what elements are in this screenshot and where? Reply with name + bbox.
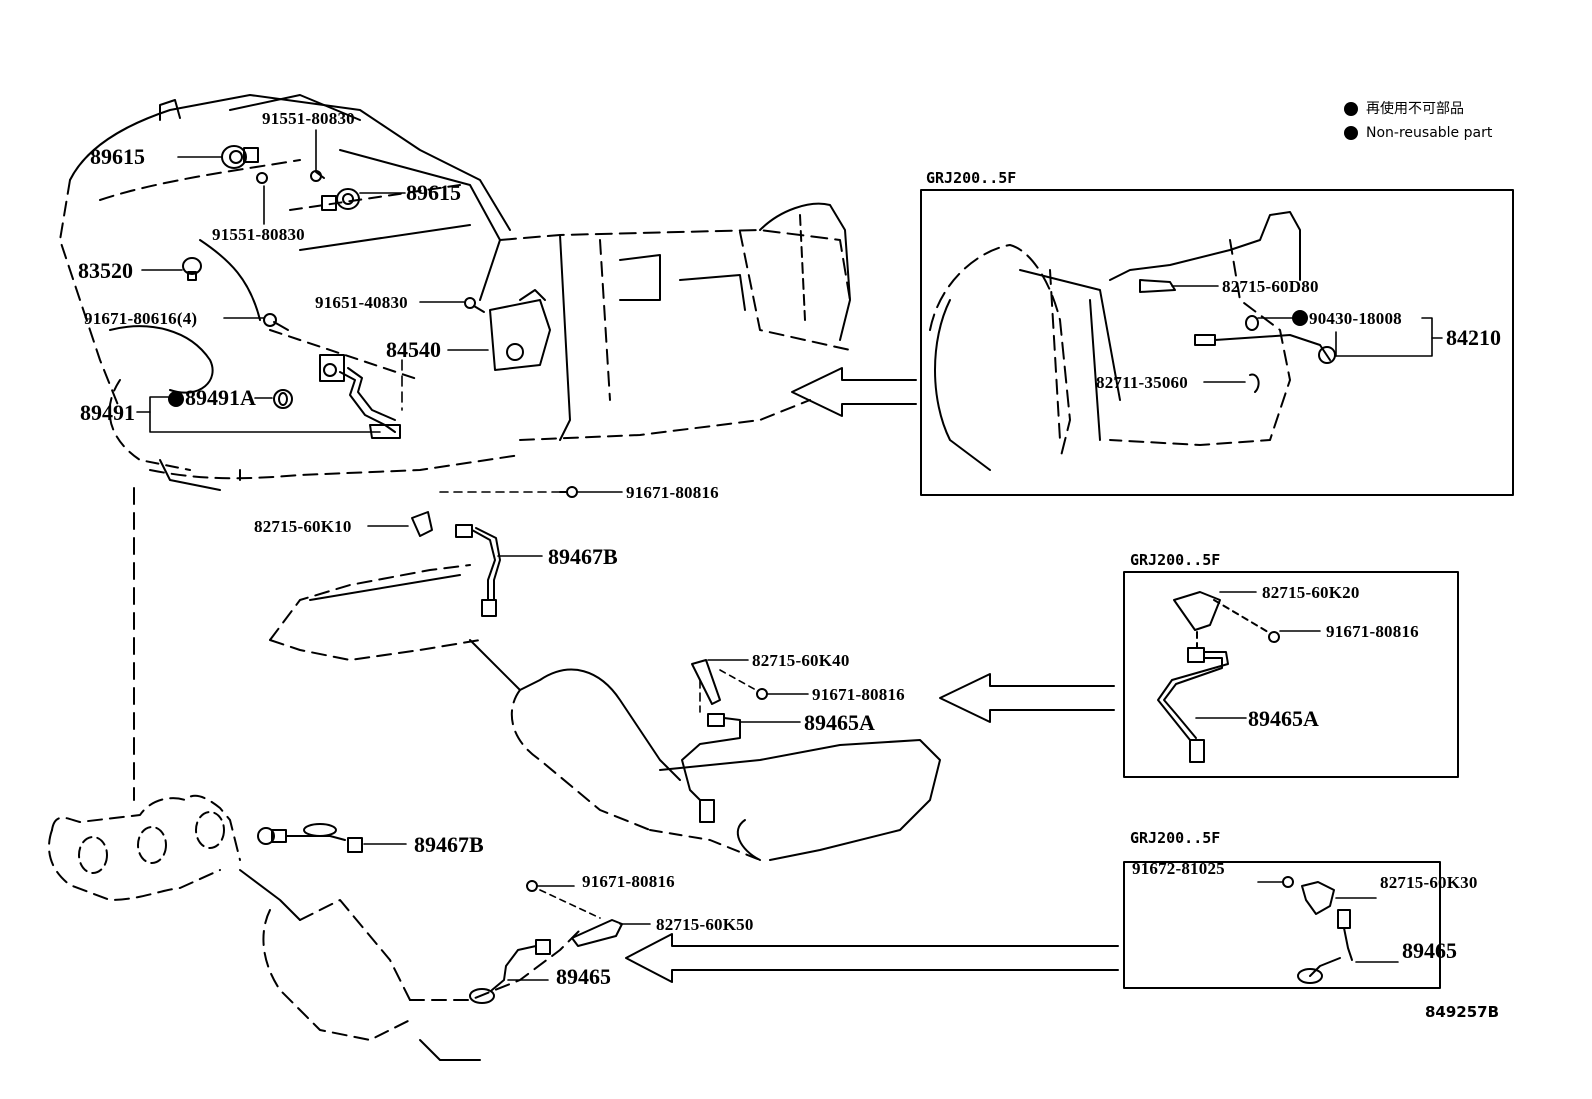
sensor-89467B-rear — [257, 823, 363, 853]
bolt-91671-80616 — [263, 313, 289, 331]
part-label[interactable]: 82715-60K50 — [656, 915, 754, 934]
sensor-89615-left — [221, 145, 259, 169]
part-label[interactable]: 91671-80816 — [812, 685, 905, 704]
part-label[interactable]: 89615 — [406, 180, 461, 205]
sensor-83520 — [182, 257, 202, 281]
part-label[interactable]: 91671-80616(4) — [84, 309, 198, 328]
bracket-82715-60K10 — [411, 511, 433, 537]
switch-84540 — [489, 289, 551, 371]
arrow-left-middle — [939, 673, 1115, 723]
part-label[interactable]: 91672-81025 — [1132, 859, 1225, 878]
arrow-left-bottom — [625, 933, 1119, 983]
part-label[interactable]: 82715-60K10 — [254, 517, 352, 536]
leader-lines-box-middle — [1195, 591, 1321, 719]
oil-seal-89491A — [273, 389, 293, 409]
legend: 再使用不可部品 Non-reusable part — [1344, 97, 1492, 145]
harness-89491 — [319, 354, 401, 439]
part-label[interactable]: 83520 — [78, 258, 133, 283]
bolt-91551-upper — [310, 170, 325, 182]
non-reusable-dot-icon — [1292, 310, 1308, 326]
non-reusable-dot-icon — [1344, 102, 1358, 116]
non-reusable-dot-icon — [168, 391, 184, 407]
part-label-non-reusable[interactable]: 89491A — [168, 387, 256, 409]
bolt-91671-80816-a — [559, 486, 578, 498]
sensor-89615-right — [321, 188, 360, 211]
part-label-non-reusable[interactable]: 90430-18008 — [1292, 310, 1402, 327]
box-bottom-drawing — [1282, 876, 1353, 984]
legend-text-ja: 再使用不可部品 — [1366, 101, 1464, 117]
variant-box-middle-frame — [1123, 571, 1459, 778]
bolt-91551-lower — [256, 172, 268, 184]
part-label[interactable]: 91551-80830 — [212, 225, 305, 244]
leader-lines-box-bottom — [1257, 881, 1399, 963]
leader-lines-box-top — [1171, 285, 1443, 383]
part-label[interactable]: 82711-35060 — [1096, 373, 1188, 392]
part-label[interactable]: 89465A — [804, 710, 875, 735]
engine-transmission-assembly — [59, 94, 851, 491]
manual-transmission-drawing — [929, 211, 1336, 471]
leader-lines-main — [136, 129, 489, 433]
variant-label: GRJ200..5F — [926, 169, 1017, 187]
variant-label: GRJ200..5F — [1130, 829, 1221, 847]
bolt-91671-80816-b — [756, 688, 768, 700]
part-label[interactable]: 89465 — [1402, 938, 1457, 963]
part-label[interactable]: 91671-80816 — [582, 872, 675, 891]
part-label[interactable]: 82715-60K20 — [1262, 583, 1360, 602]
part-label[interactable]: 89615 — [90, 144, 145, 169]
bolt-91671-80816-c — [526, 880, 538, 892]
part-label[interactable]: 82715-60K40 — [752, 651, 850, 670]
arrow-left-top — [791, 367, 917, 417]
part-label[interactable]: 91651-40830 — [315, 293, 408, 312]
bolt-91651-40830 — [464, 297, 485, 313]
variant-box-top-frame — [920, 189, 1514, 496]
sensor-89465A-front — [681, 713, 741, 823]
part-label[interactable]: 91671-80816 — [626, 483, 719, 502]
part-label[interactable]: 89467B — [548, 544, 618, 569]
box-middle-drawing — [1157, 591, 1280, 763]
part-label[interactable]: 89465 — [556, 964, 611, 989]
part-label[interactable]: 89465A — [1248, 706, 1319, 731]
part-label[interactable]: 84540 — [386, 337, 441, 362]
part-label[interactable]: 82715-60D80 — [1222, 277, 1319, 296]
legend-row-en: Non-reusable part — [1344, 121, 1492, 145]
legend-text-en: Non-reusable part — [1366, 125, 1493, 141]
leader-lines-exhaust-rear — [363, 843, 651, 981]
variant-box-bottom-frame — [1123, 861, 1441, 989]
part-number: 90430-18008 — [1309, 309, 1402, 328]
sensor-89465-rear — [469, 939, 551, 1004]
part-label[interactable]: 82715-60K30 — [1380, 873, 1478, 892]
non-reusable-dot-icon — [1344, 126, 1358, 140]
leader-lines-exhaust-front — [367, 491, 809, 723]
part-label[interactable]: 91551-80830 — [262, 109, 355, 128]
sensor-89467B-front — [455, 524, 501, 617]
legend-row-ja: 再使用不可部品 — [1344, 97, 1492, 121]
illustration-reference-code: 849257B — [1425, 1003, 1500, 1021]
variant-label: GRJ200..5F — [1130, 551, 1221, 569]
part-label[interactable]: 91671-80816 — [1326, 622, 1419, 641]
part-label[interactable]: 84210 — [1446, 325, 1501, 350]
bracket-82715-60K50 — [571, 919, 623, 947]
part-label[interactable]: 89491 — [80, 400, 135, 425]
bracket-82715-60K40 — [691, 659, 721, 705]
exhaust-front-drawing — [269, 564, 941, 861]
part-number: 89491A — [185, 385, 256, 410]
part-label[interactable]: 89467B — [414, 832, 484, 857]
